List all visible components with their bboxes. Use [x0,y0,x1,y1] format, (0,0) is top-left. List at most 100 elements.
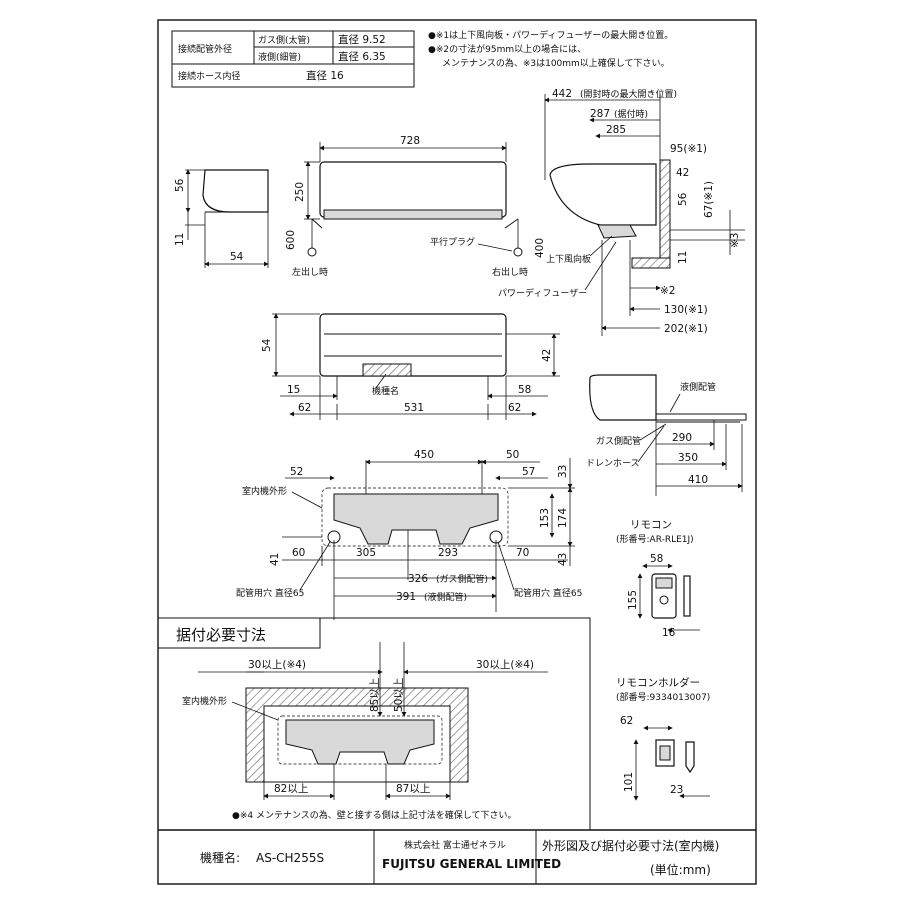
dim-43: 43 [557,553,569,566]
parallel-plug-label: 平行プラグ [430,236,475,248]
company-jp: 株式会社 富士通ゼネラル [404,839,506,851]
holder-depth: 23 [670,784,683,796]
dim-41: 41 [269,553,281,566]
left-clearance: 30以上(※4) [248,659,306,671]
gas-pipe-label: ガス側(太管) [258,34,310,46]
hose-inner-dia-value: 直径 16 [306,69,344,82]
front-view: 728 250 600 400 平行プラグ 左出し時 右出し時 [285,135,546,278]
dim-293: 293 [438,547,458,559]
dim-15: 15 [287,384,300,396]
dim-326: 326 [408,573,428,585]
dim-56-side: 56 [677,192,689,206]
louver-label: 上下風向板 [546,253,591,265]
gas-pipe-value: 直径 9.52 [338,33,386,46]
hose-inner-dia-label: 接続ホース内径 [178,70,241,82]
dim-52: 52 [290,466,303,478]
bottom-view: 54 42 機種名 15 58 62 531 62 [261,313,560,420]
install-clearance-panel: 据付必要寸法 30以上(※4) 30以上(※4) 85以上 50以上 室内機外形… [157,617,591,831]
dim-450: 450 [414,449,434,461]
pipe-outer-dia-label: 接続配管外径 [178,43,232,55]
dim-250: 250 [294,182,306,202]
dim-57: 57 [522,466,535,478]
dim-202: 202(※1) [664,323,708,335]
bottom-clearance-87: 87以上 [396,783,430,795]
dim-56-small: 56 [174,178,186,192]
small-side-view: 56 11 54 [174,169,269,268]
dim-1400: 400 [534,238,546,258]
top-clearance-50: 50以上 [393,678,405,712]
dim-442: 442 [552,88,572,100]
dim-70: 70 [516,547,529,559]
liquid-pipe-value: 直径 6.35 [338,50,386,63]
unit-label: (単位:mm) [650,862,711,877]
dim-305: 305 [356,547,376,559]
dim-531: 531 [404,402,424,414]
drawing-title: 外形図及び据付必要寸法(室内機) [542,838,719,853]
dim-33: 33 [557,465,569,478]
dim-54-bottom: 54 [261,338,273,352]
holder-height: 101 [623,772,635,792]
dim-600: 600 [285,230,297,250]
note-2a: ●※2の寸法が95mm以上の場合には、 [428,43,586,55]
hole-right-label: 配管用穴 直径65 [514,587,582,599]
holder-title: リモコンホルダー [616,676,700,689]
remote-height: 155 [627,590,639,610]
dim-326-note: (ガス側配管) [436,573,488,585]
holder-model: (部番号:9334013007) [616,691,710,703]
dim-42-bottom: 42 [541,349,553,362]
right-clearance: 30以上(※4) [476,659,534,671]
dim-67: 67(※1) [703,181,715,218]
drain-hose-label: ドレンホース [586,458,640,469]
dim-287: 287 [590,108,610,120]
model-plate-label: 機種名 [372,385,399,397]
dim-290: 290 [672,432,692,444]
dim-11-small: 11 [174,233,186,246]
sheet-border [157,19,757,885]
dim-54-small: 54 [230,251,244,263]
left-outlet-label: 左出し時 [292,266,328,278]
model-label: 機種名: [200,850,240,865]
remote-width: 58 [650,553,663,565]
remote-title: リモコン [630,519,672,531]
dim-60: 60 [292,547,305,559]
liquid-pipe-label: 液側(細管) [258,51,301,63]
dim-58-bottom: 58 [518,384,531,396]
title-block: 機種名: AS-CH255S 株式会社 富士通ゼネラル FUJITSU GENE… [158,829,756,884]
dim-95: 95(※1) [670,143,707,155]
liquid-pipe-label: 液側配管 [680,381,716,393]
diffuser-label: パワーディフューザー [498,287,587,299]
note-2b: メンテナンスの為、※3は100mm以上確保して下さい。 [442,57,670,69]
remote-holder-view: リモコンホルダー (部番号:9334013007) 62 101 23 [616,676,710,801]
dim-391: 391 [396,591,416,603]
dim-391-note: (液側配管) [424,591,467,603]
dim-728: 728 [400,135,420,147]
install-title: 据付必要寸法 [176,626,266,644]
top-clearance-85: 85以上 [369,678,381,712]
dim-287-note: (据付時) [614,108,648,120]
dim-410: 410 [688,474,708,486]
remote-depth: 16 [662,627,676,639]
remote-control-view: リモコン (形番号:AR-RLE1J) 58 155 16 [616,519,700,639]
dim-42-side: 42 [676,167,689,179]
mark-2: ※2 [660,285,675,297]
note-4: ●※4 メンテナンスの為、壁と接する側は上記寸法を確保して下さい。 [232,809,517,821]
piping-side-view: 液側配管 ガス側配管 ドレンホース 290 350 410 [586,374,747,496]
holder-width: 62 [620,715,633,727]
gas-pipe-label: ガス側配管 [596,435,641,447]
model-value: AS-CH255S [256,851,324,865]
dim-62-left: 62 [298,402,311,414]
bottom-clearance-82: 82以上 [274,783,308,795]
right-outlet-label: 右出し時 [492,266,528,278]
indoor-outline-label: 室内機外形 [242,485,287,497]
dim-174: 174 [557,508,569,528]
remote-model: (形番号:AR-RLE1J) [616,533,694,545]
dim-442-note: (開封時の最大開き位置) [580,88,677,100]
dim-50-plate: 50 [506,449,519,461]
dim-285: 285 [606,124,626,136]
install-outline-label: 室内機外形 [182,695,227,707]
dim-350: 350 [678,452,698,464]
dim-11-side: 11 [677,251,689,264]
dim-153: 153 [539,508,551,528]
mounting-plate-view: 450 50 52 57 33 174 153 43 41 60 305 293… [236,449,582,620]
